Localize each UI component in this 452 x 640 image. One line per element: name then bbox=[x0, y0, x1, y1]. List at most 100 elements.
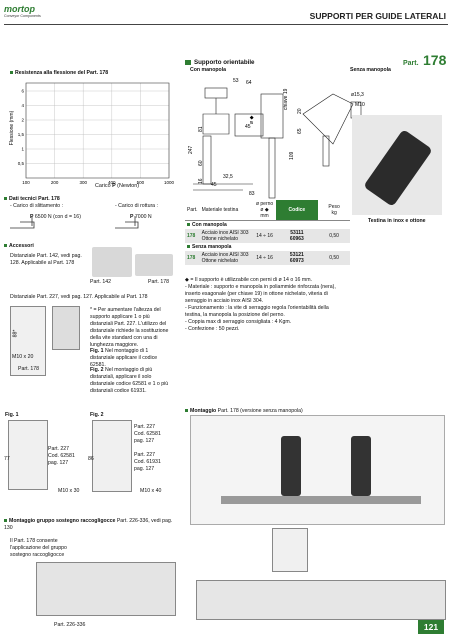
tech-break-label: - Carico di rottura : bbox=[115, 203, 158, 209]
header-divider bbox=[4, 24, 448, 25]
dim-109: 109 bbox=[289, 151, 295, 160]
chart-xlabel: Carico P (Newton) bbox=[95, 183, 140, 189]
tech-slip-label: - Carico di slittamento : bbox=[10, 203, 64, 209]
dim-247: 247 bbox=[188, 145, 194, 154]
label-part-178: Part. 178 bbox=[148, 279, 170, 285]
chart-frame bbox=[25, 82, 170, 179]
fig1-screw: M10 x 30 bbox=[58, 488, 80, 494]
label-part178-small: Part. 178 bbox=[18, 366, 40, 372]
chart-ylabel: Flessione (mm) bbox=[9, 110, 15, 145]
gruppo-title: Montaggio gruppo sostegno raccogligocce … bbox=[4, 518, 173, 532]
dim-153: ø15,3 bbox=[351, 92, 364, 98]
load-diagram bbox=[10, 216, 139, 229]
dim-65: 65 bbox=[297, 128, 303, 134]
note-item: - Materiale : supporto e manopola in pol… bbox=[185, 284, 336, 305]
chiave-19: chiave 19 bbox=[283, 88, 289, 110]
spacer-text: Distanziale Part. 227, vedi pag. 127. Ap… bbox=[10, 294, 148, 300]
x-tick-label: 1000 bbox=[164, 180, 174, 185]
fig1-dim: 77 bbox=[4, 456, 10, 462]
spacer-note: * = Per aumentare l'altezza del supporto… bbox=[90, 307, 169, 349]
montaggio-base bbox=[196, 580, 446, 620]
y-tick-label: 0,5 bbox=[18, 161, 25, 166]
senza-manopola-label: Senza manopola bbox=[350, 67, 391, 73]
fig2-label-b: Part. 227 Cod. 61931 pag. 127 bbox=[134, 452, 161, 473]
x-tick-label: 100 bbox=[22, 180, 30, 185]
tech-break-value: P 7000 N bbox=[130, 214, 152, 220]
gruppo-image bbox=[36, 562, 176, 616]
accessories-text: Distanziale Part. 142, vedi pag. 128. Ap… bbox=[10, 253, 82, 267]
tech-title: Dati tecnici Part. 178 bbox=[4, 196, 60, 203]
group-con-manopola: Con manopola bbox=[185, 220, 350, 229]
th-part: Part. bbox=[187, 207, 198, 213]
th-code: Codice bbox=[275, 200, 319, 221]
dim-60: 60 bbox=[198, 160, 204, 166]
fig2-screw: M10 x 40 bbox=[140, 488, 162, 494]
part-badge: Part. 178 bbox=[403, 52, 446, 70]
dim-83: 83 bbox=[249, 191, 255, 197]
fig2-note: Fig. 2 Nel montaggio di più distanziali,… bbox=[90, 367, 169, 395]
deflection-chart: Flessione (mm) 6 4 2 1,5 1 0,5 100 200 300 400 500… bbox=[9, 82, 174, 185]
dim-45a: 45 bbox=[245, 124, 251, 130]
montaggio-title: Montaggio Part. 178 (versione senza mano… bbox=[185, 408, 303, 415]
fig1-drawing bbox=[8, 420, 48, 490]
accessories-title: Accessori bbox=[4, 243, 34, 250]
logo-subtitle: Conveyor Components bbox=[4, 14, 41, 18]
x-tick-label: 300 bbox=[79, 180, 87, 185]
note-item: - Confezione : 50 pezzi. bbox=[185, 326, 240, 333]
spacer-drawing bbox=[10, 306, 46, 376]
fig2-title: Fig. 2 bbox=[90, 412, 104, 418]
logo: mortop Conveyor Components bbox=[4, 4, 44, 20]
logo-text: mortop bbox=[4, 4, 35, 14]
photo-caption: Testina in inox e ottone bbox=[368, 218, 426, 224]
gruppo-text: Il Part. 178 consente l'applicazione del… bbox=[10, 538, 67, 559]
part-number: 178 bbox=[423, 52, 447, 68]
y-tick-label: 2 bbox=[21, 118, 24, 123]
dim-88: 88* bbox=[12, 329, 19, 338]
table-header: Part. Materiale testina ø perno ø ◆ mm C… bbox=[185, 200, 350, 221]
table-row: 178 Acciaio inox AISI 303 Ottone nichela… bbox=[185, 251, 350, 265]
dim-20: 20 bbox=[297, 108, 303, 114]
dim-45b: 45 bbox=[211, 182, 217, 188]
gruppo-label: Part. 226-336 bbox=[54, 622, 86, 628]
y-tick-label: 6 bbox=[21, 89, 24, 94]
y-tick-label: 1,5 bbox=[18, 132, 25, 137]
note-item: - Coppia max di serraggio consigliata : … bbox=[185, 319, 292, 326]
table-row: 178 Acciaio inox AISI 303 Ottone nichela… bbox=[185, 229, 350, 243]
fig2-drawing bbox=[92, 420, 132, 492]
fig2-dim: 86 bbox=[88, 456, 94, 462]
fig2-label-a: Part. 227 Cod. 62581 pag. 127 bbox=[134, 424, 161, 445]
part-178-image bbox=[135, 254, 173, 276]
supporto-drawing: 53 64 ø15,3 M10 32,5 45 83 45 247 81 60 … bbox=[188, 78, 365, 199]
note-item: - Funzionamento : la vite di serraggio r… bbox=[185, 305, 329, 319]
th-diameter: ø perno ø ◆ mm bbox=[255, 201, 274, 219]
dim-phi: ø ◆ bbox=[249, 116, 255, 124]
product-photo bbox=[352, 115, 442, 215]
dim-m10: M10 bbox=[355, 102, 365, 108]
group-senza-manopola: Senza manopola bbox=[185, 243, 350, 251]
dim-53: 53 bbox=[233, 78, 239, 84]
label-part-142: Part. 142 bbox=[90, 279, 112, 285]
dim-64: 64 bbox=[246, 80, 252, 86]
x-tick-label: 500 bbox=[137, 180, 145, 185]
part-prefix: Part. bbox=[403, 60, 419, 67]
bullet-icon bbox=[10, 71, 13, 75]
y-tick-label: 1 bbox=[21, 147, 24, 152]
spacer-part-142-image bbox=[92, 247, 132, 277]
y-tick-label: 4 bbox=[21, 103, 24, 108]
con-manopola-label: Con manopola bbox=[190, 67, 227, 73]
spacer-image bbox=[52, 306, 80, 350]
notes: ◆ = Il supporto è utilizzabile con perni… bbox=[185, 277, 345, 333]
x-tick-label: 200 bbox=[51, 180, 59, 185]
x-tick-label: 400 bbox=[108, 180, 116, 185]
th-weight: Peso kg bbox=[328, 204, 340, 216]
th-material: Materiale testina bbox=[201, 207, 239, 213]
dim-32: 32,5 bbox=[223, 174, 233, 180]
dim-16: 16 bbox=[198, 178, 204, 184]
note-item: ◆ = Il supporto è utilizzabile con perni… bbox=[185, 277, 312, 283]
fig1-title: Fig. 1 bbox=[5, 412, 19, 418]
label-m10x20: M10 x 20 bbox=[12, 354, 34, 360]
fig1-label: Part. 227 Cod. 62581 pag. 127 bbox=[48, 446, 75, 467]
supporto-title: Supporto orientabile bbox=[185, 59, 255, 66]
chart-title: Resistenza alla flessione del Part. 178 bbox=[10, 70, 108, 77]
montaggio-drawing bbox=[190, 415, 445, 525]
